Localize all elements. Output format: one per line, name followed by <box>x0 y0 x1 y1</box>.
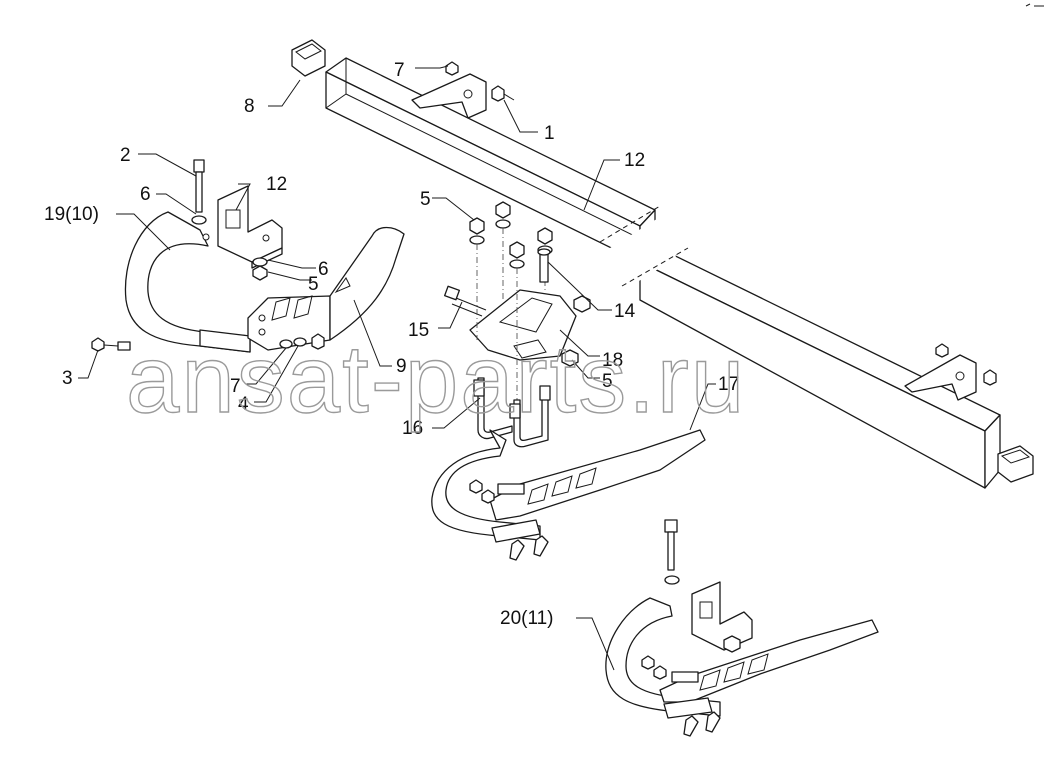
callout-5-center: 5 <box>420 189 431 210</box>
bolt-center-15 <box>444 285 487 317</box>
callout-3: 3 <box>62 368 73 389</box>
bolt-bottom <box>664 519 680 585</box>
callout-5-left: 5 <box>308 274 319 295</box>
watermark-text: ansat-parts.ru <box>126 326 746 433</box>
callout-7-left: 7 <box>230 376 241 397</box>
spring-shank-left <box>124 211 251 353</box>
callout-6-left: 6 <box>140 184 151 205</box>
callout-12-left: 12 <box>266 174 287 195</box>
spring-shank-center <box>431 429 706 561</box>
end-cap-top <box>291 39 326 77</box>
callout-5-right: 5 <box>602 371 613 392</box>
nut-column-center <box>469 201 553 400</box>
callout-9: 9 <box>396 356 407 377</box>
callout-15: 15 <box>408 320 429 341</box>
bolt-set-left <box>91 333 325 352</box>
end-cap-right <box>997 445 1034 483</box>
callout-labels: 7 8 1 2 6 19(10) 12 6 5 3 7 4 9 5 15 12 … <box>44 60 739 629</box>
callout-4: 4 <box>238 394 249 415</box>
bolt-14 <box>537 248 551 283</box>
callout-14: 14 <box>614 301 636 322</box>
leader-lines <box>78 65 716 671</box>
beam-bracket-right <box>904 343 997 401</box>
callout-12-beam: 12 <box>624 150 645 171</box>
clamp-bottom <box>691 581 753 653</box>
callout-18: 18 <box>602 350 623 371</box>
callout-16: 16 <box>402 418 423 439</box>
corner-mark <box>1025 3 1044 7</box>
callout-20: 20(11) <box>500 608 554 629</box>
clamp-left <box>217 185 283 269</box>
callout-19: 19(10) <box>44 204 99 225</box>
sweep-blade-left <box>329 226 405 341</box>
spring-shank-bottom <box>605 597 879 737</box>
bolt-left <box>191 159 207 225</box>
callout-7-top: 7 <box>394 60 405 81</box>
callout-17: 17 <box>718 374 739 395</box>
callout-1: 1 <box>544 123 555 144</box>
clamp-center <box>469 289 591 367</box>
u-bolt-center <box>473 377 551 448</box>
main-frame-beam <box>325 57 1001 489</box>
beam-bracket-top <box>411 61 515 119</box>
nut-left <box>252 257 268 281</box>
callout-6-right: 6 <box>318 259 329 280</box>
callout-8: 8 <box>244 96 255 117</box>
callout-2: 2 <box>120 145 131 166</box>
